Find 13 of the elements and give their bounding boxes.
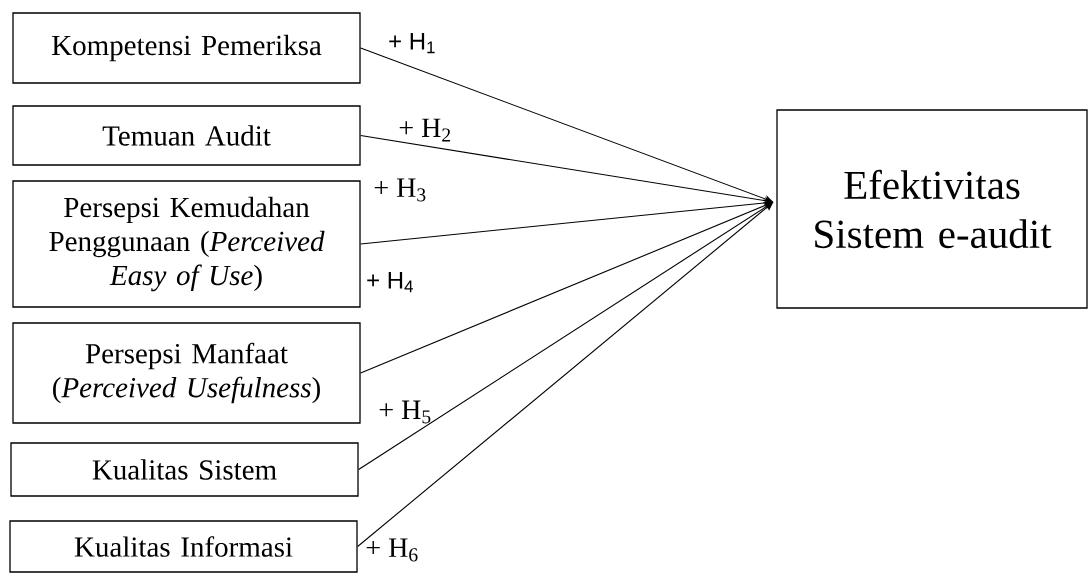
edge-label: + H$_{4}$ (367, 271, 413, 293)
edge-label: + H$_{5}$ (379, 400, 431, 424)
edge-label: + H$_{6}$ (366, 538, 418, 562)
variable-box: Persepsi Manfaat (Perceived Usefulness) (12, 322, 361, 424)
variable-box: Kualitas Informasi (9, 520, 358, 573)
outcome-box: Efektivitas Sistem e-audit (776, 109, 1088, 309)
variable-box: Kualitas Sistem (10, 442, 359, 497)
edge-label: + H$_{1}$ (389, 32, 435, 54)
edge-label: + H$_{3}$ (374, 178, 426, 202)
variable-box: Kompetensi Pemeriksa (12, 12, 361, 84)
edge-label: + H$_{2}$ (399, 118, 451, 142)
variable-box: Persepsi Kemudahan Penggunaan (Perceived Easy of Use) (12, 180, 361, 308)
variable-box: Temuan Audit (12, 105, 361, 166)
